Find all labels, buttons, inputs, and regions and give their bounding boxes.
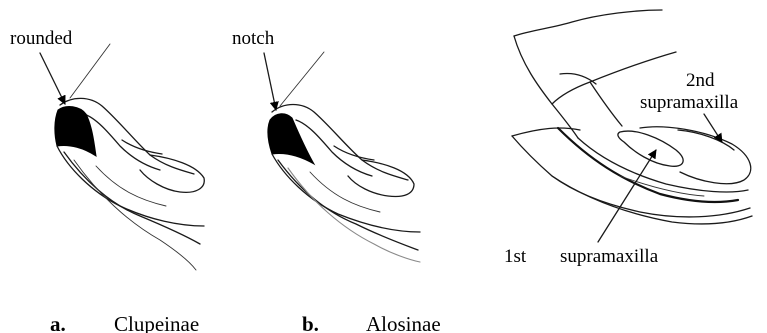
notch-arrow [264, 53, 276, 110]
rounded-label: rounded [10, 28, 73, 49]
panel-a-maxilla-drawing [55, 98, 204, 270]
panel-b-maxilla-drawing [268, 105, 420, 263]
first-supramaxilla-prefix: 1st [504, 246, 527, 267]
captions: a. Clupeinae b. Alosinae [50, 312, 441, 333]
rounded-pointer-line [70, 44, 110, 98]
caption-a-letter: a. [50, 312, 66, 333]
caption-a-name: Clupeinae [114, 312, 199, 333]
second-supramaxilla-label-line2: supramaxilla [640, 92, 739, 113]
notch-pointer-line [280, 52, 324, 106]
second-supramaxilla-label-line1: 2nd [686, 70, 715, 91]
notch-label: notch [232, 28, 275, 49]
first-supramaxilla-arrow [598, 150, 656, 242]
caption-b-letter: b. [302, 312, 319, 333]
panel-c-maxilla-drawing [512, 10, 752, 224]
caption-b-name: Alosinae [366, 312, 441, 333]
panel-a-clupeinae: rounded [10, 28, 204, 270]
rounded-arrow [40, 53, 65, 104]
first-supramaxilla-label: supramaxilla [560, 246, 659, 267]
panel-c-supramaxillae: 2nd supramaxilla 1st supramaxilla [504, 10, 752, 267]
panel-b-alosinae: notch [232, 28, 420, 262]
